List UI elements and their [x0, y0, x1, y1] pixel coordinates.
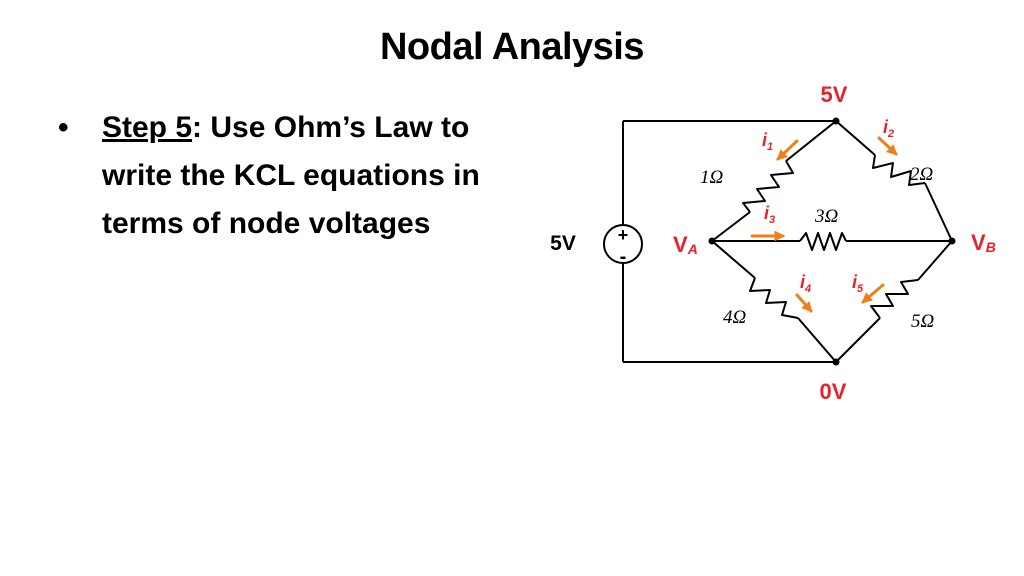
current-label-i1: i1 — [762, 130, 773, 153]
current-label-i5: i5 — [852, 272, 864, 295]
resistor-4-label: 4Ω — [723, 307, 747, 328]
wire-r1-to-top — [785, 120, 837, 162]
wire-bottom-to-r5 — [835, 317, 881, 363]
node-a — [708, 237, 716, 245]
source-voltage-label: 5V — [550, 232, 576, 255]
node-top — [832, 117, 840, 125]
circuit-wires — [622, 120, 953, 363]
node-bottom — [832, 358, 840, 366]
node-a-label: VA — [673, 232, 698, 257]
circuit-labels: 5V 0V 5V VA VB 1Ω 2Ω 3Ω 4Ω 5Ω i1 i2 i3 i… — [550, 82, 996, 404]
voltage-source-minus: - — [620, 246, 627, 268]
current-label-i3: i3 — [764, 203, 775, 226]
wire-a-to-r1 — [711, 211, 751, 242]
bullet-text: Step 5: Use Ohm’s Law to write the KCL e… — [102, 104, 498, 248]
resistor-5-label: 5Ω — [911, 311, 935, 332]
voltage-source: + - — [603, 224, 643, 268]
current-arrow-i2 — [877, 136, 898, 156]
current-label-i2: i2 — [883, 117, 894, 140]
nodes — [708, 117, 956, 366]
node-b-label: VB — [971, 230, 996, 255]
current-arrow-i4 — [795, 293, 813, 313]
top-node-voltage: 5V — [821, 82, 848, 107]
current-arrows — [750, 136, 898, 313]
wire-top-to-r2 — [835, 120, 876, 156]
step-label: Step 5 — [102, 111, 193, 144]
bullet-dot: • — [58, 111, 69, 144]
voltage-source-circle — [603, 224, 643, 264]
resistor-2-label: 2Ω — [910, 164, 934, 185]
step-colon: : — [192, 111, 203, 144]
wire-a-to-r4 — [711, 240, 756, 279]
step-description: Use Ohm’s Law to write the KCL equations… — [102, 111, 480, 240]
resistor-4 — [749, 277, 799, 319]
resistor-1 — [742, 160, 794, 213]
node-b — [948, 237, 956, 245]
current-arrow-i1 — [776, 139, 799, 161]
voltage-source-plus: + — [618, 225, 629, 245]
slide-title: Nodal Analysis — [379, 26, 645, 68]
resistor-5 — [870, 279, 919, 319]
resistor-2 — [872, 154, 926, 186]
current-arrow-i5 — [861, 283, 885, 304]
resistor-3-label: 3Ω — [814, 206, 839, 227]
wire-r2-to-b — [924, 182, 953, 242]
resistor-3 — [799, 232, 847, 251]
current-label-i4: i4 — [800, 272, 811, 295]
resistor-1-label: 1Ω — [700, 167, 724, 188]
bullet-point: • Step 5: Use Ohm’s Law to write the KCL… — [58, 104, 498, 248]
bottom-node-voltage: 0V — [820, 379, 847, 404]
wire-r4-to-bottom — [797, 317, 837, 363]
wire-r5-to-b — [917, 240, 953, 281]
